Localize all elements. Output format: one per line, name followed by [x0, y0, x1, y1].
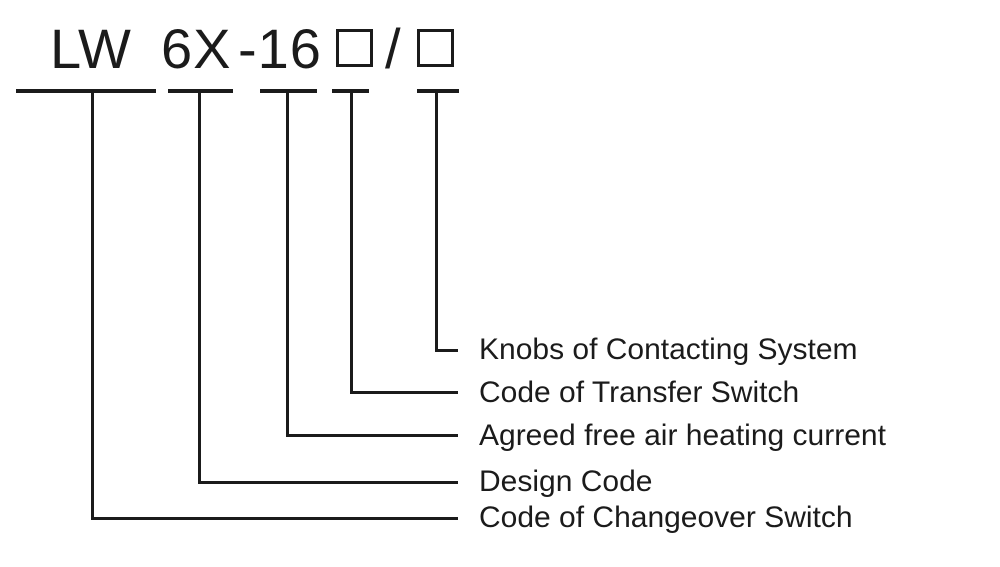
- code-design-text: 6X: [161, 17, 232, 80]
- code-current-text: -16: [238, 17, 322, 80]
- knobs-placeholder-box: [417, 29, 454, 67]
- code-prefix-text: LW: [50, 17, 132, 80]
- leader-elbow-changeover: [91, 517, 458, 520]
- transfer-switch-placeholder-box: [336, 29, 373, 67]
- leader-vertical-changeover: [91, 90, 94, 520]
- label-code-of-changeover-switch: Code of Changeover Switch: [479, 501, 853, 534]
- label-design-code: Design Code: [479, 465, 653, 498]
- leader-vertical-transfer: [350, 90, 353, 394]
- leader-vertical-knobs: [435, 90, 438, 352]
- leader-elbow-transfer: [350, 391, 458, 394]
- label-code-of-transfer-switch: Code of Transfer Switch: [479, 376, 800, 409]
- label-agreed-free-air-heating-current: Agreed free air heating current: [479, 419, 886, 452]
- code-separator-text: /: [385, 17, 402, 80]
- underline-knobs: [417, 89, 459, 93]
- leader-elbow-design: [198, 481, 458, 484]
- underline-prefix: [16, 89, 156, 93]
- leader-elbow-knobs: [435, 349, 458, 352]
- leader-vertical-current: [286, 90, 289, 437]
- leader-vertical-design: [198, 90, 201, 484]
- leader-elbow-current: [286, 434, 458, 437]
- label-knobs-of-contacting-system: Knobs of Contacting System: [479, 333, 858, 366]
